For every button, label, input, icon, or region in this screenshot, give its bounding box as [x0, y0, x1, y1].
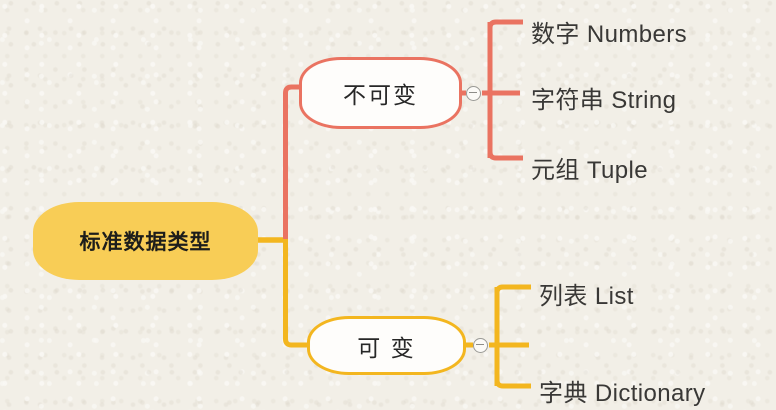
branch-node-mutable-label: 可 变	[357, 334, 416, 361]
root-node-standard-data-types[interactable]: 标准数据类型	[33, 202, 258, 280]
leaf-label-tuple[interactable]: 元组 Tuple	[531, 157, 649, 184]
mutable-branch-connectors	[466, 284, 531, 389]
minus-circle-icon-immutable[interactable]	[466, 85, 481, 101]
leaf-label-string[interactable]: 字符串 String	[531, 87, 677, 114]
minus-circle-icon-mutable[interactable]	[473, 337, 488, 353]
mutable-trunk-connector	[283, 239, 308, 348]
leaf-label-dictionary[interactable]: 字典 Dictionary	[539, 380, 706, 407]
leaf-label-numbers[interactable]: 数字 Numbers	[531, 21, 688, 48]
branch-node-mutable[interactable]: 可 变	[307, 316, 466, 375]
branch-node-immutable[interactable]: 不可变	[299, 57, 462, 129]
immutable-branch-connectors	[462, 19, 523, 161]
branch-node-immutable-label: 不可变	[343, 82, 418, 108]
immutable-trunk-connector	[283, 84, 300, 241]
root-node-label: 标准数据类型	[79, 231, 212, 254]
leaf-label-list[interactable]: 列表 List	[539, 283, 634, 310]
